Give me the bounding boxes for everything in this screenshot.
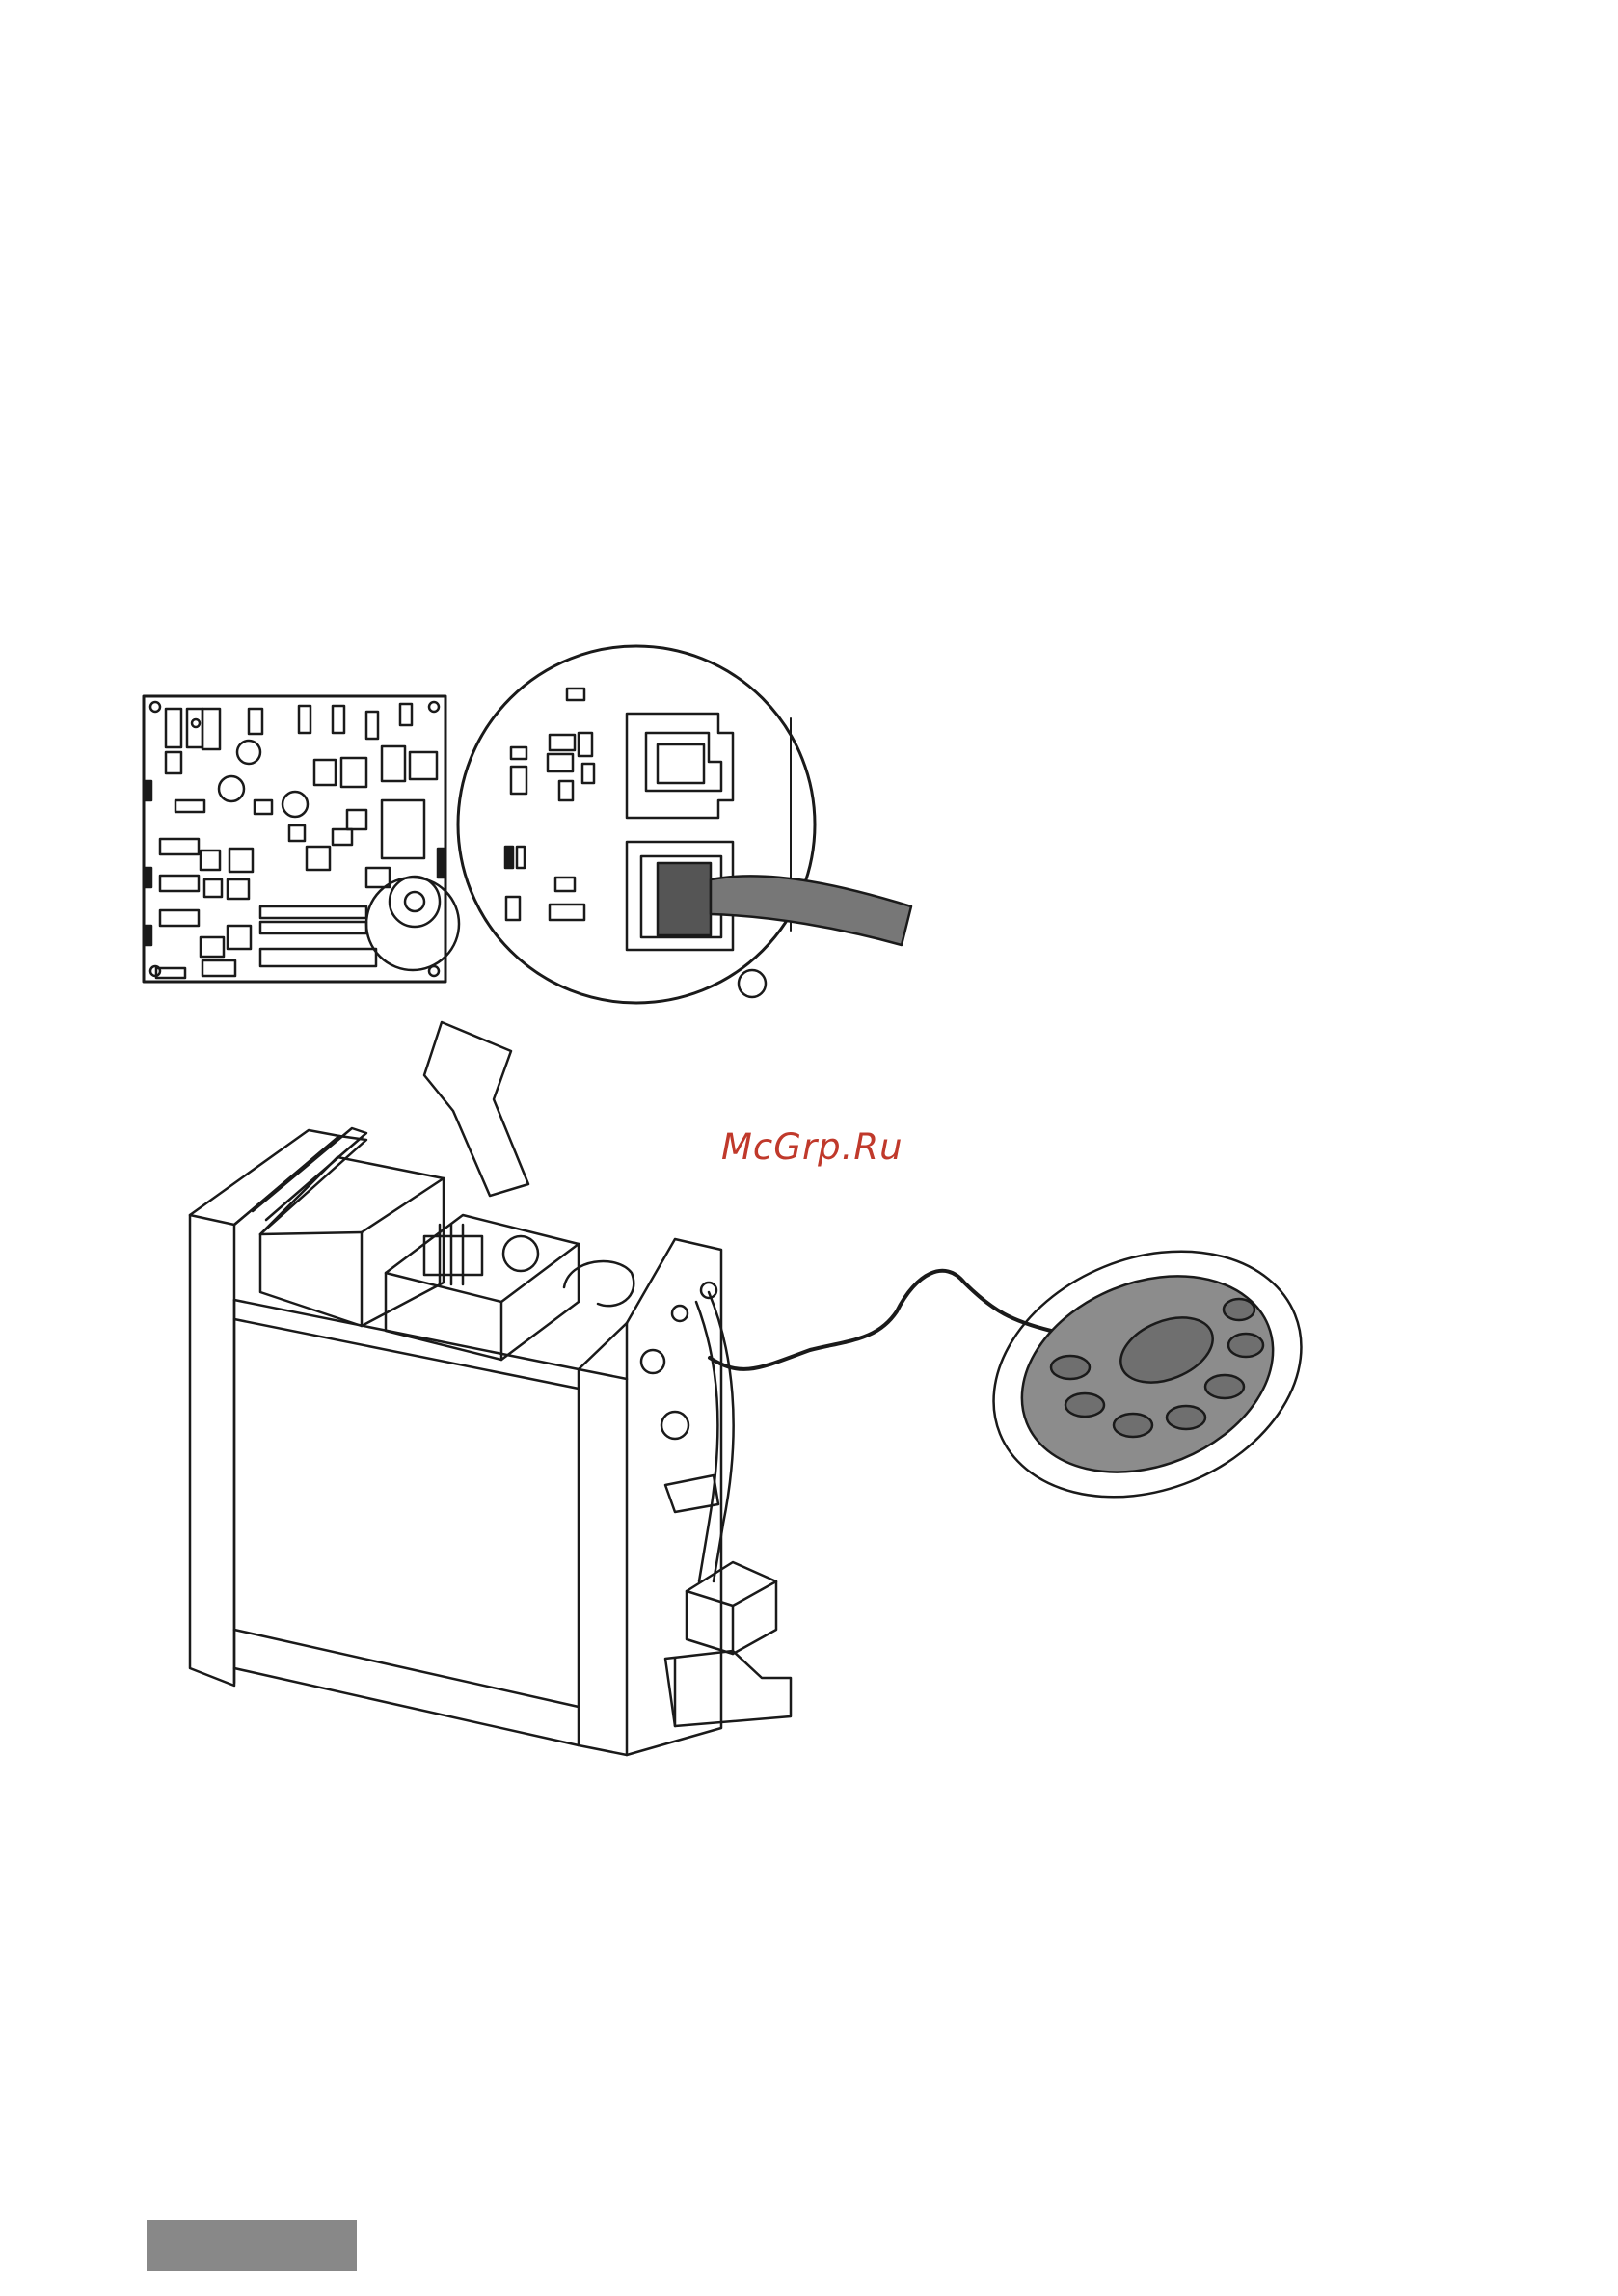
steam-generator-icon (190, 1128, 791, 1755)
control-panel-icon (957, 1207, 1338, 1541)
circuit-board-icon (144, 696, 459, 982)
magnifier-circle-icon (458, 646, 815, 1003)
cable-icon (711, 876, 911, 945)
footer-bar (147, 2220, 357, 2271)
control-cable-icon (710, 1271, 1051, 1369)
watermark-text: McGrp.Ru (721, 1126, 903, 1168)
arrow-up-icon (424, 1022, 528, 1196)
